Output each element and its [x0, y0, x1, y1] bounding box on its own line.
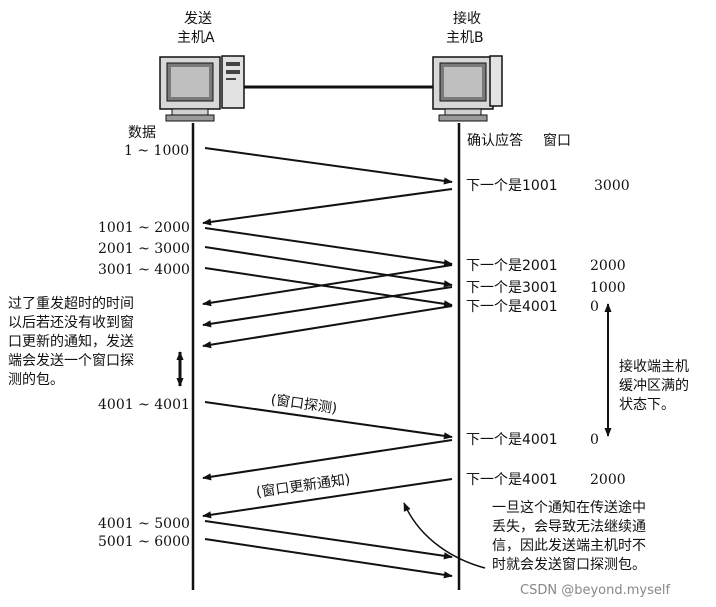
window-heading: 窗口	[543, 133, 571, 149]
window-update-arrow	[202, 478, 453, 519]
ack-arrow-4	[202, 305, 453, 349]
ack-arrow-1	[202, 188, 453, 226]
window-value: 1000	[590, 280, 626, 296]
ack-label: 下一个是1001	[466, 178, 558, 194]
buffer-full-note: 接收端主机 缓冲区满的 状态下。	[619, 359, 689, 413]
computer-b-icon	[432, 55, 503, 122]
window-value: 0	[590, 299, 599, 315]
send-range-label: 5001 ~ 6000	[98, 534, 190, 550]
segment-arrow-1	[204, 147, 453, 185]
segment-arrow-4	[204, 267, 453, 308]
ack-label: 下一个是4001	[466, 299, 558, 315]
ack-label: 下一个是2001	[466, 258, 558, 274]
segment-arrow-2	[204, 227, 453, 267]
retransmit-timeout-note: 过了重发超时的时间 以后若还没有收到窗 口更新的通知，发送 端会发送一个窗口探 …	[8, 296, 134, 388]
ack-label: 下一个是4001	[466, 472, 558, 488]
send-range-label: 4001 ~ 5000	[98, 516, 190, 532]
window-value: 2000	[590, 472, 626, 488]
window-value: 3000	[594, 178, 630, 194]
segment-arrow-3	[204, 246, 453, 288]
lost-update-note: 一旦这个通知在传送途中 丢失，会导致无法继续通 信，因此发送端主机时不 时就会发…	[492, 500, 646, 573]
send-range-label: 4001 ~ 4001	[98, 397, 190, 413]
probe-arrow-1	[204, 401, 453, 440]
ack-arrow-3	[202, 286, 453, 328]
receiver-label-line1: 接收	[453, 11, 481, 27]
ack-arrow-2	[202, 264, 453, 307]
send-range-label: 1 ~ 1000	[124, 143, 190, 159]
send-range-label: 1001 ~ 2000	[98, 220, 190, 236]
ack-arrow-5	[202, 439, 453, 481]
ack-label: 下一个是3001	[466, 280, 558, 296]
window-value: 0	[590, 432, 599, 448]
segment-arrow-5	[204, 520, 453, 560]
lost-update-pointer	[403, 502, 486, 569]
segment-arrow-6	[204, 538, 453, 579]
computer-a-icon	[159, 55, 245, 122]
send-range-label: 3001 ~ 4000	[98, 262, 190, 278]
data-heading: 数据	[128, 125, 156, 141]
sender-label-line1: 发送	[184, 11, 212, 27]
ack-label: 下一个是4001	[466, 432, 558, 448]
sender-label-line2: 主机A	[177, 30, 215, 46]
watermark: CSDN @beyond.myself	[520, 583, 671, 598]
send-range-label: 2001 ~ 3000	[98, 241, 190, 257]
window-value: 2000	[590, 258, 626, 274]
ack-heading: 确认应答	[467, 133, 523, 149]
receiver-label-line2: 主机B	[446, 30, 484, 46]
